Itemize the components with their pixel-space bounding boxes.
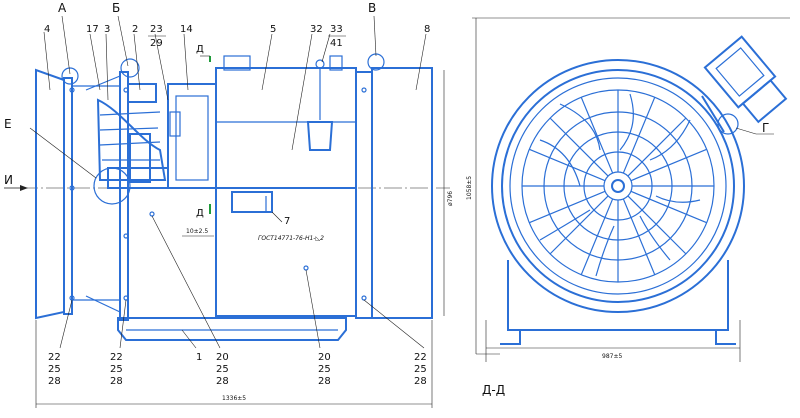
part-41: 41 (330, 38, 343, 49)
grille-spoke (529, 148, 606, 182)
stack-5: 22 25 28 (414, 352, 427, 387)
grille-spoke (580, 198, 614, 275)
callout-E: Е (4, 117, 12, 131)
grille-spoke (549, 117, 609, 177)
part-4: 4 (44, 24, 50, 35)
part-32: 32 (310, 24, 323, 35)
dim-10: 10±2.5 (186, 228, 208, 235)
svg-text:20: 20 (216, 352, 229, 363)
part-1: 1 (196, 352, 202, 363)
part-23: 23 (150, 24, 163, 35)
stack-3: 20 25 28 (216, 352, 229, 387)
callout-G: Г (762, 121, 769, 135)
part-5: 5 (270, 24, 276, 35)
part-14: 14 (180, 24, 193, 35)
part-2: 2 (132, 24, 138, 35)
part-17: 17 (86, 24, 99, 35)
section-D-bottom: Д (196, 208, 204, 219)
svg-text:25: 25 (110, 364, 123, 375)
stack-2: 22 25 28 (110, 352, 123, 387)
svg-text:20: 20 (318, 352, 331, 363)
svg-text:28: 28 (110, 376, 123, 387)
callout-V: В (368, 1, 376, 15)
dim-length: 1336±5 (222, 395, 246, 402)
svg-text:28: 28 (216, 376, 229, 387)
grille-spoke (627, 117, 687, 177)
part-33: 33 (330, 24, 343, 35)
stack-4: 20 25 28 (318, 352, 331, 387)
side-view: А Б В Е И Д Д 4 17 3 2 23 29 14 5 32 33 … (4, 1, 454, 408)
svg-text:28: 28 (48, 376, 61, 387)
svg-text:28: 28 (414, 376, 427, 387)
grille-spokes (522, 90, 714, 282)
grille-spoke (627, 195, 687, 255)
stack-1: 22 25 28 (48, 352, 61, 387)
svg-text:22: 22 (110, 352, 123, 363)
dim-width: 987±5 (602, 353, 622, 360)
svg-text:25: 25 (48, 364, 61, 375)
part-7: 7 (284, 216, 290, 227)
grille-spoke (630, 148, 707, 182)
grille-spoke (622, 97, 656, 174)
front-view: Г 1058±5 987±5 Д-Д (466, 17, 790, 397)
grille-spoke (580, 97, 614, 174)
svg-text:22: 22 (48, 352, 61, 363)
dim-height: 1058±5 (466, 176, 473, 200)
grille-spoke (622, 198, 656, 275)
svg-text:25: 25 (318, 364, 331, 375)
grille-spoke (529, 190, 606, 224)
callout-I: И (4, 173, 13, 187)
part-3: 3 (104, 24, 110, 35)
part-29: 29 (150, 38, 163, 49)
grille-spoke (630, 190, 707, 224)
svg-text:22: 22 (414, 352, 427, 363)
grille-spoke (549, 195, 609, 255)
svg-text:28: 28 (318, 376, 331, 387)
svg-text:25: 25 (414, 364, 427, 375)
svg-text:25: 25 (216, 364, 229, 375)
dim-diameter: ø796 (447, 191, 454, 206)
part-8: 8 (424, 24, 430, 35)
weld-note: ГОСТ14771-76-Н1-◺2 (258, 235, 324, 242)
callout-B: Б (112, 1, 120, 15)
section-label: Д-Д (482, 383, 505, 397)
callout-A: А (58, 1, 67, 15)
section-D-top: Д (196, 44, 204, 55)
